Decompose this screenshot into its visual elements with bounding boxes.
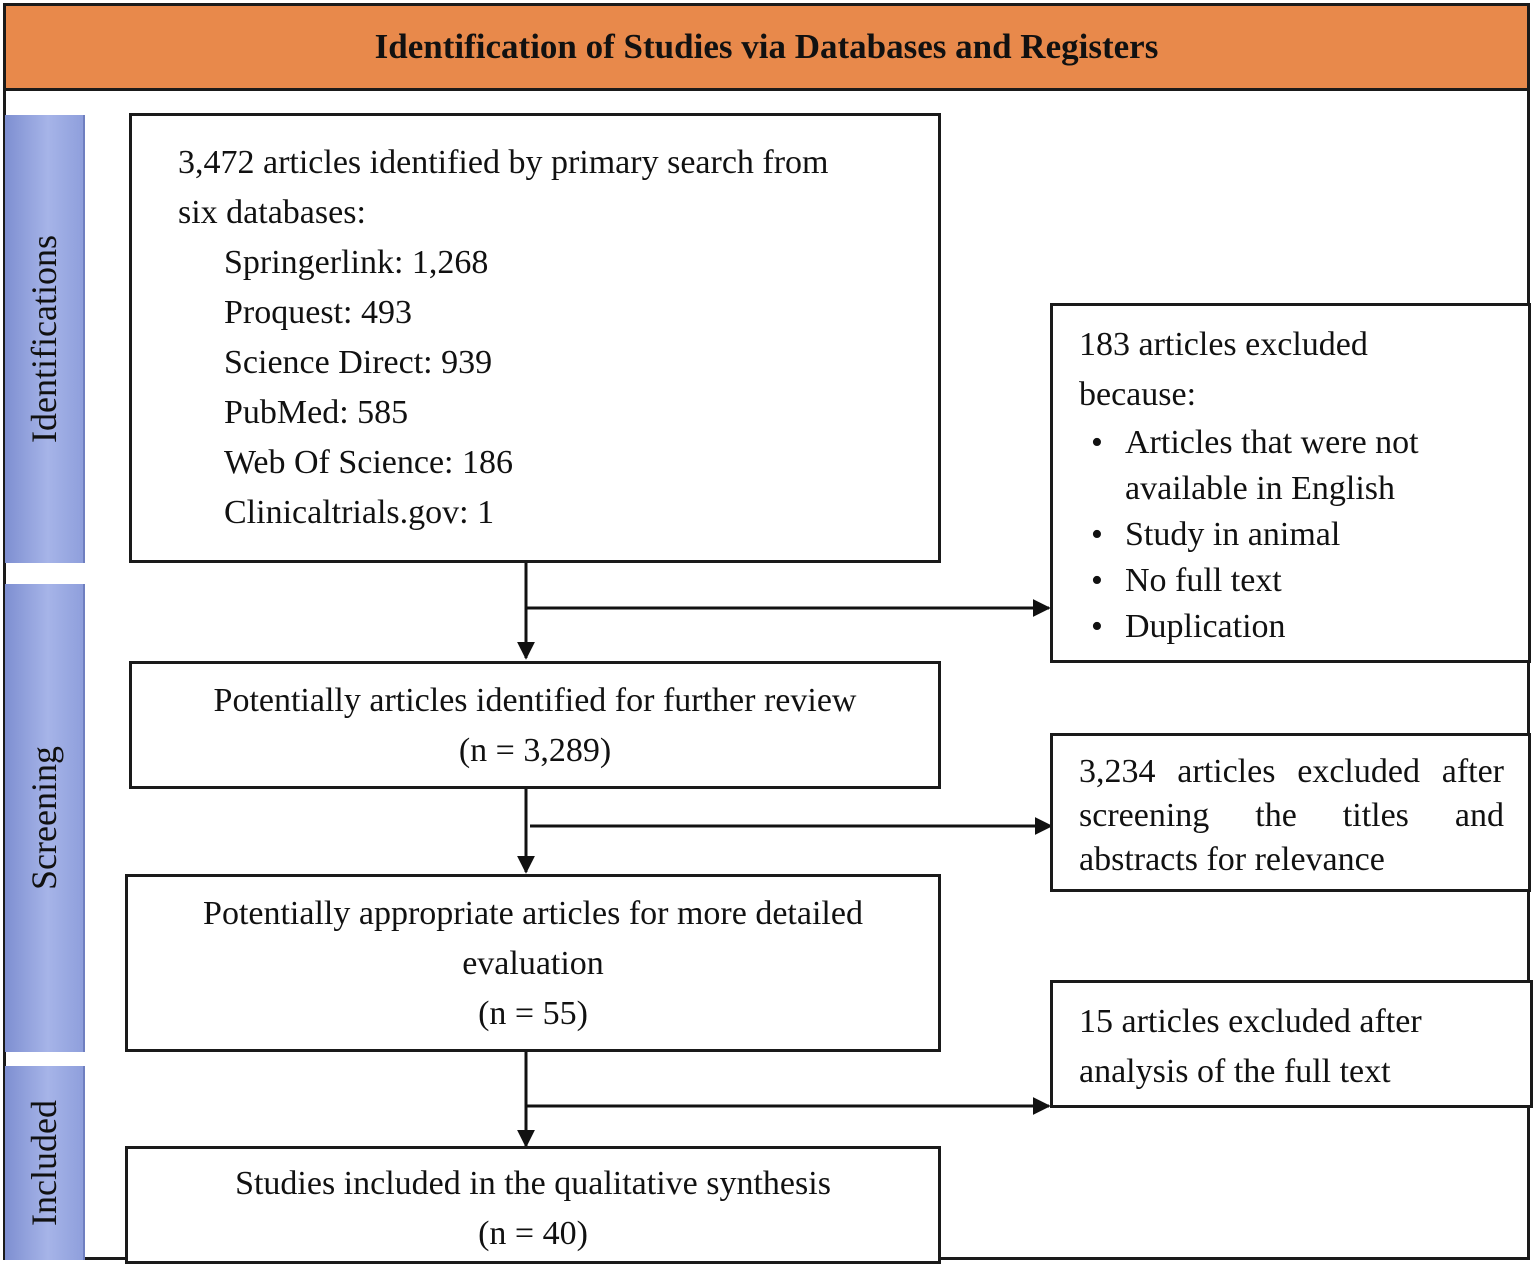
exclusion-reason: Study in animal: [1079, 512, 1528, 558]
further-review-box: Potentially articles identified for furt…: [129, 661, 941, 789]
exclusion-reason-continued: available in English: [1125, 470, 1396, 507]
database-pubmed: PubMed: 585: [224, 394, 409, 431]
further-review-label: Potentially articles identified for furt…: [213, 682, 857, 719]
excluded-box-1: 183 articles excluded because: Articles …: [1050, 303, 1531, 663]
detailed-evaluation-line2: evaluation: [462, 945, 604, 982]
exclusion-reason: Duplication: [1079, 604, 1528, 650]
identified-line2: six databases:: [178, 194, 366, 231]
database-springerlink: Springerlink: 1,268: [224, 244, 489, 281]
database-clinicaltrials: Clinicaltrials.gov: 1: [224, 494, 495, 531]
included-studies-count: (n = 40): [478, 1215, 588, 1252]
stage-identifications: Identifications: [5, 115, 85, 563]
identified-line1: 3,472 articles identified by primary sea…: [178, 144, 829, 181]
detailed-evaluation-line1: Potentially appropriate articles for mor…: [203, 895, 863, 932]
excluded3-line2: analysis of the full text: [1079, 1053, 1391, 1090]
exclusion-reason: No full text: [1079, 558, 1528, 604]
database-proquest: Proquest: 493: [224, 294, 412, 331]
excluded2-text: 3,234 articles excluded after screening …: [1079, 753, 1504, 878]
excluded3-line1: 15 articles excluded after: [1079, 1003, 1422, 1040]
diagram-header: Identification of Studies via Databases …: [3, 3, 1530, 91]
detailed-evaluation-count: (n = 55): [478, 995, 588, 1032]
stage-included: Included: [5, 1066, 85, 1260]
excluded-box-2: 3,234 articles excluded after screening …: [1050, 733, 1531, 892]
stage-screening: Screening: [5, 584, 85, 1052]
included-studies-box: Studies included in the qualitative synt…: [125, 1146, 941, 1264]
excluded1-line2: because:: [1079, 376, 1197, 413]
exclusion-reason: Articles that were not: [1079, 420, 1528, 466]
detailed-evaluation-box: Potentially appropriate articles for mor…: [125, 874, 941, 1052]
database-web-of-science: Web Of Science: 186: [224, 444, 513, 481]
header-title: Identification of Studies via Databases …: [374, 27, 1159, 66]
excluded1-line1: 183 articles excluded: [1079, 326, 1368, 363]
further-review-count: (n = 3,289): [458, 732, 612, 769]
identified-articles-box: 3,472 articles identified by primary sea…: [129, 113, 941, 563]
included-studies-label: Studies included in the qualitative synt…: [235, 1165, 831, 1202]
excluded-box-3: 15 articles excluded after analysis of t…: [1050, 980, 1533, 1108]
database-science-direct: Science Direct: 939: [224, 344, 493, 381]
